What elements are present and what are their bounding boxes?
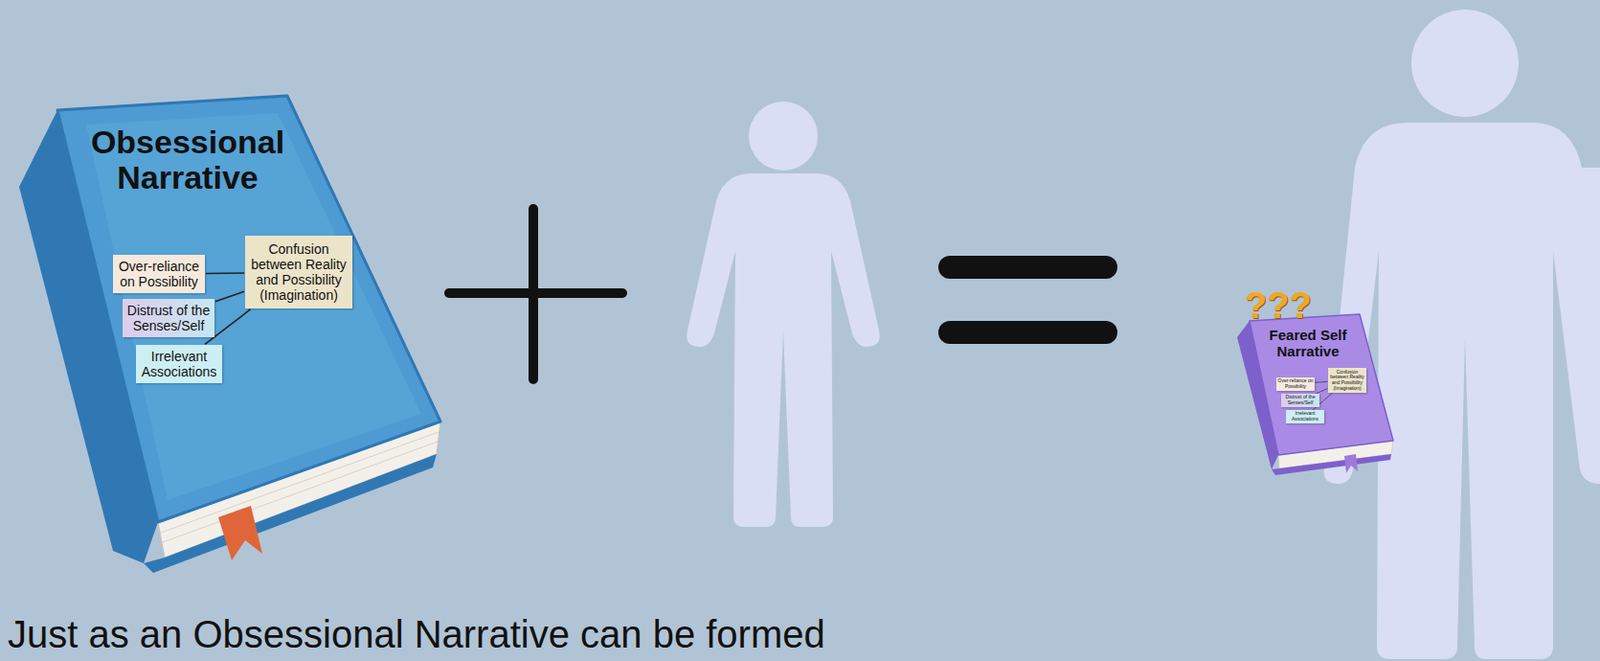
blue-book bbox=[19, 95, 441, 573]
question-marks: ??? bbox=[1244, 285, 1312, 327]
sticky-note: Confusion between Reality and Possibilit… bbox=[245, 235, 353, 309]
sticky-note: Irrelevant Associations bbox=[135, 344, 223, 384]
book-title: Obsessional Narrative bbox=[76, 124, 299, 197]
connector-line bbox=[1314, 381, 1328, 384]
sticky-note: Over-reliance on Possibility bbox=[1276, 377, 1315, 391]
note-text: Irrelevant Associations bbox=[139, 348, 219, 380]
connector-line bbox=[205, 271, 245, 274]
sticky-note: Irrelevant Associations bbox=[1285, 409, 1325, 424]
sticky-note: Distrust of the Senses/Self bbox=[1281, 393, 1320, 407]
sticky-note: Confusion between Reality and Possibilit… bbox=[1328, 367, 1367, 393]
note-text: Distrust of the Senses/Self bbox=[126, 302, 211, 334]
small-person bbox=[686, 101, 880, 527]
note-text: Confusion between Reality and Possibilit… bbox=[250, 241, 347, 303]
book-cover: Obsessional NarrativeOver-reliance on Po… bbox=[76, 122, 364, 410]
caption-text: Just as an Obsessional Narrative can be … bbox=[7, 612, 826, 656]
book-cover: Feared Self NarrativeOver-reliance on Po… bbox=[1256, 325, 1376, 470]
connector-line bbox=[215, 291, 245, 302]
book-title: Feared Self Narrative bbox=[1260, 327, 1356, 360]
note-text: Over-reliance on Possibility bbox=[116, 258, 202, 290]
equals-sign bbox=[949, 267, 1106, 333]
note-text: Distrust of the Senses/Self bbox=[1282, 394, 1319, 406]
sticky-note: Over-reliance on Possibility bbox=[112, 254, 205, 293]
sticky-note: Distrust of the Senses/Self bbox=[122, 298, 215, 338]
plus-sign bbox=[449, 208, 623, 380]
note-text: Over-reliance on Possibility bbox=[1277, 378, 1314, 390]
note-text: Irrelevant Associations bbox=[1286, 410, 1324, 423]
note-text: Confusion between Reality and Possibilit… bbox=[1329, 369, 1366, 392]
purple-book bbox=[1237, 314, 1394, 475]
